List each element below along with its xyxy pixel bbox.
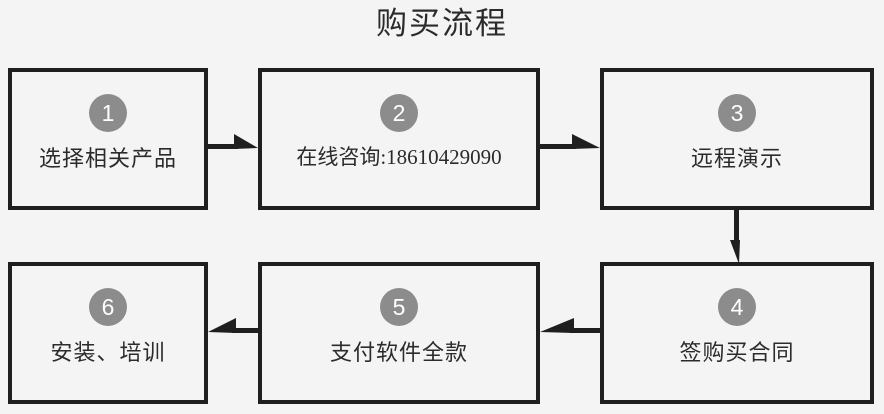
page-title: 购买流程 xyxy=(376,6,508,41)
flow-node-4[interactable]: 4 签购买合同 xyxy=(600,262,874,404)
arrow-node4-to-node5 xyxy=(540,310,600,344)
step-badge-4: 4 xyxy=(718,288,756,326)
flow-node-label-3: 远程演示 xyxy=(690,146,783,171)
flow-node-label-4: 签购买合同 xyxy=(679,340,795,365)
flow-node-label-1: 选择相关产品 xyxy=(38,146,177,171)
step-badge-5: 5 xyxy=(380,288,418,326)
arrow-node3-to-node4 xyxy=(722,208,756,264)
flow-node-1[interactable]: 1 选择相关产品 xyxy=(8,68,208,210)
flow-node-label-2: 在线咨询:18610429090 xyxy=(296,145,502,169)
arrow-node2-to-node3 xyxy=(540,126,600,160)
flow-node-6[interactable]: 6 安装、培训 xyxy=(8,262,208,404)
step-badge-3: 3 xyxy=(718,94,756,132)
step-badge-6: 6 xyxy=(89,288,127,326)
arrow-node1-to-node2 xyxy=(208,126,258,160)
step-badge-1: 1 xyxy=(89,94,127,132)
arrow-node5-to-node6 xyxy=(208,310,258,344)
flow-node-label-6: 安装、培训 xyxy=(50,340,166,365)
flow-node-label-5: 支付软件全款 xyxy=(329,340,468,365)
flow-node-5[interactable]: 5 支付软件全款 xyxy=(258,262,540,404)
flow-node-3[interactable]: 3 远程演示 xyxy=(600,68,874,210)
flow-node-2[interactable]: 2 在线咨询:18610429090 xyxy=(258,68,540,210)
step-badge-2: 2 xyxy=(380,94,418,132)
